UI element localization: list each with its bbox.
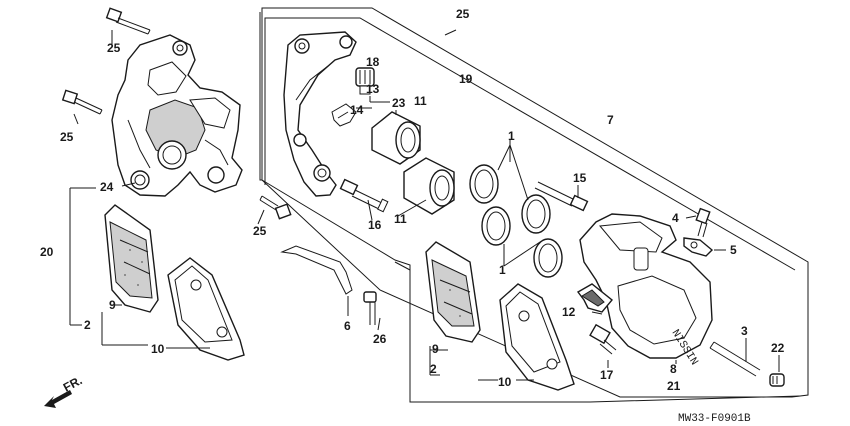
callout-1-lower: 1 bbox=[499, 263, 506, 277]
piston-lower bbox=[403, 157, 455, 215]
callout-24: 24 bbox=[100, 180, 114, 194]
bleeder-17 bbox=[589, 323, 617, 355]
piston-upper bbox=[371, 111, 421, 165]
callout-9-left: 9 bbox=[109, 298, 116, 312]
pad-pin-3 bbox=[709, 341, 761, 377]
callout-6: 6 bbox=[344, 319, 351, 333]
brake-pad-left-a bbox=[104, 204, 159, 313]
callouts: 25 25 24 20 9 2 10 25 6 26 16 11 11 18 1… bbox=[40, 7, 785, 393]
callout-13: 13 bbox=[366, 82, 380, 96]
callout-15: 15 bbox=[573, 171, 587, 185]
callout-11-lower: 11 bbox=[394, 212, 407, 226]
callout-21: 21 bbox=[667, 379, 681, 393]
slide-pin-15 bbox=[534, 181, 589, 212]
bleeder-cap-18 bbox=[355, 67, 375, 95]
pad-spring-6 bbox=[280, 245, 353, 295]
brake-pad-lower-a bbox=[425, 241, 481, 343]
bolt-top-left bbox=[105, 7, 151, 35]
bolt-mid bbox=[259, 195, 292, 220]
callout-8: 8 bbox=[670, 362, 677, 376]
callout-5: 5 bbox=[730, 243, 737, 257]
bolt-left bbox=[61, 89, 103, 115]
retainer-clip-14 bbox=[331, 103, 357, 127]
leader-lines bbox=[69, 29, 780, 381]
callout-26: 26 bbox=[373, 332, 387, 346]
diagram-code: MW33-F0901B bbox=[678, 413, 751, 425]
callout-1-upper: 1 bbox=[508, 129, 515, 143]
callout-12: 12 bbox=[562, 305, 576, 319]
brake-pad-left-b bbox=[167, 257, 245, 361]
front-direction-label: FR. bbox=[61, 373, 85, 394]
bolt-26 bbox=[363, 291, 377, 325]
callout-25-mid: 25 bbox=[253, 224, 267, 238]
caliper-body bbox=[579, 213, 713, 359]
callout-2-right: 2 bbox=[430, 362, 437, 376]
pad-spring-12 bbox=[576, 283, 613, 313]
callout-10-left: 10 bbox=[151, 342, 165, 356]
piston-seals bbox=[469, 164, 563, 278]
callout-18: 18 bbox=[366, 55, 380, 69]
callout-20: 20 bbox=[40, 245, 54, 259]
callout-25-left: 25 bbox=[60, 130, 74, 144]
callout-2-left: 2 bbox=[84, 318, 91, 332]
callout-25-right: 25 bbox=[456, 7, 470, 21]
callout-9-right: 9 bbox=[432, 342, 439, 356]
callout-4: 4 bbox=[672, 211, 679, 225]
caliper-bracket-left bbox=[111, 34, 243, 197]
plug-22 bbox=[769, 373, 785, 387]
callout-17: 17 bbox=[600, 368, 614, 382]
bolt-5 bbox=[683, 237, 714, 257]
callout-23: 23 bbox=[392, 96, 406, 110]
callout-22: 22 bbox=[771, 341, 785, 355]
front-direction-arrow-icon: FR. bbox=[44, 373, 84, 408]
slide-pin-16 bbox=[339, 178, 389, 213]
bleeder-valve-4 bbox=[695, 207, 711, 238]
callout-25-top: 25 bbox=[107, 41, 121, 55]
callout-3: 3 bbox=[741, 324, 748, 338]
caliper-bracket-mid bbox=[283, 31, 357, 197]
callout-19: 19 bbox=[459, 72, 473, 86]
callout-11-upper: 11 bbox=[414, 94, 427, 108]
brake-pad-lower-b bbox=[499, 283, 575, 391]
callout-10-right: 10 bbox=[498, 375, 512, 389]
callout-16: 16 bbox=[368, 218, 382, 232]
callout-14: 14 bbox=[350, 103, 364, 117]
callout-7: 7 bbox=[607, 113, 614, 127]
